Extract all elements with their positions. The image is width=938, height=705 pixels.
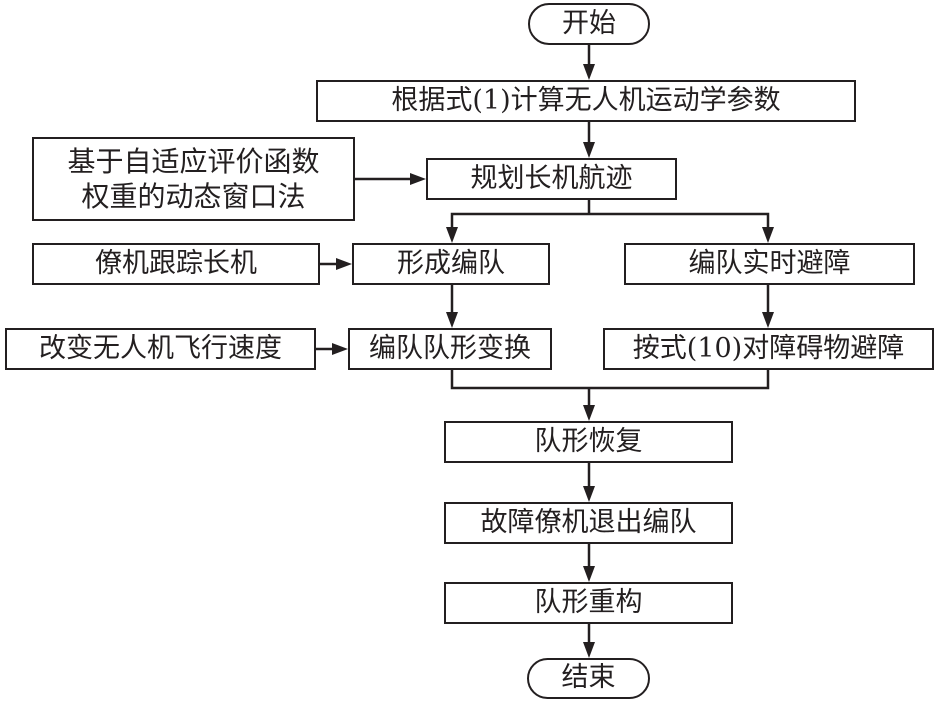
plan-leader-path-node: 规划长机航迹 [426,158,677,200]
arrowhead [583,566,595,582]
arrowhead [762,227,774,243]
arrowhead [583,64,595,80]
dwa-method-line2: 权重的动态窗口法 [81,180,306,213]
arrowhead [583,486,595,502]
arrowhead [583,642,595,658]
change-speed-node: 改变无人机飞行速度 [5,328,316,370]
arrowhead [446,312,458,328]
dwa-method-node: 基于自适应评价函数 权重的动态窗口法 [32,137,355,221]
formation-transform-node: 编队队形变换 [348,328,552,370]
formation-recovery-node: 队形恢复 [444,421,733,463]
edge-branch-left [450,212,589,233]
compute-params-node: 根据式(1)计算无人机运动学参数 [316,80,856,122]
avoid-by-eq10-node: 按式(10)对障碍物避障 [603,328,934,370]
form-formation-node: 形成编队 [352,243,550,285]
arrowhead [583,142,595,158]
edge-branch-right [589,212,770,233]
arrowhead [762,312,774,328]
dwa-method-line1: 基于自适应评价函数 [67,145,320,178]
faulty-wingman-exit-node: 故障僚机退出编队 [444,502,733,544]
realtime-avoidance-node: 编队实时避障 [624,243,915,285]
arrowhead [332,343,348,355]
arrowhead [336,258,352,270]
arrowhead [410,173,426,185]
end-node: 结束 [527,658,650,699]
edge-merge [450,370,770,390]
arrowhead [446,227,458,243]
start-node: 开始 [528,3,650,45]
wingman-track-leader-node: 僚机跟踪长机 [32,243,320,285]
formation-reconstruct-node: 队形重构 [444,582,733,624]
arrowhead [583,405,595,421]
